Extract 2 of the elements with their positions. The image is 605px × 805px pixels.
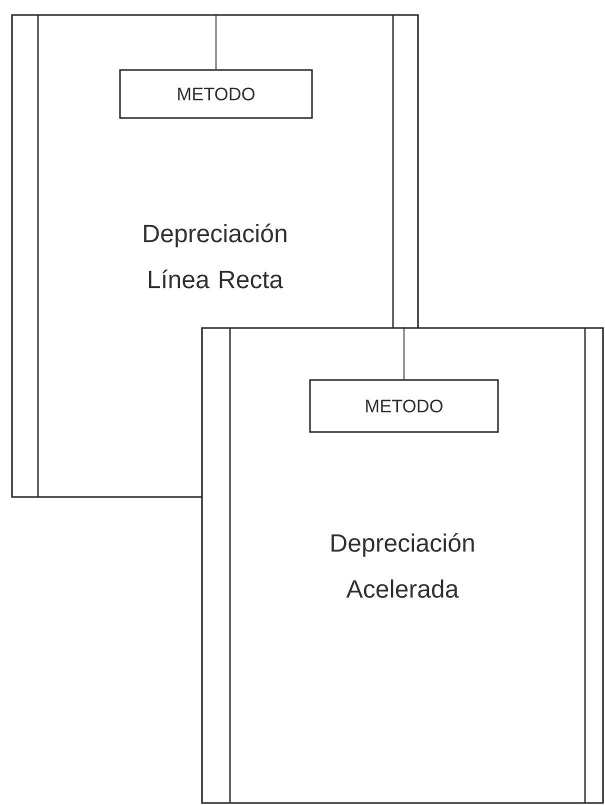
label-box: METODO: [309, 379, 499, 433]
label-box: METODO: [119, 69, 313, 119]
